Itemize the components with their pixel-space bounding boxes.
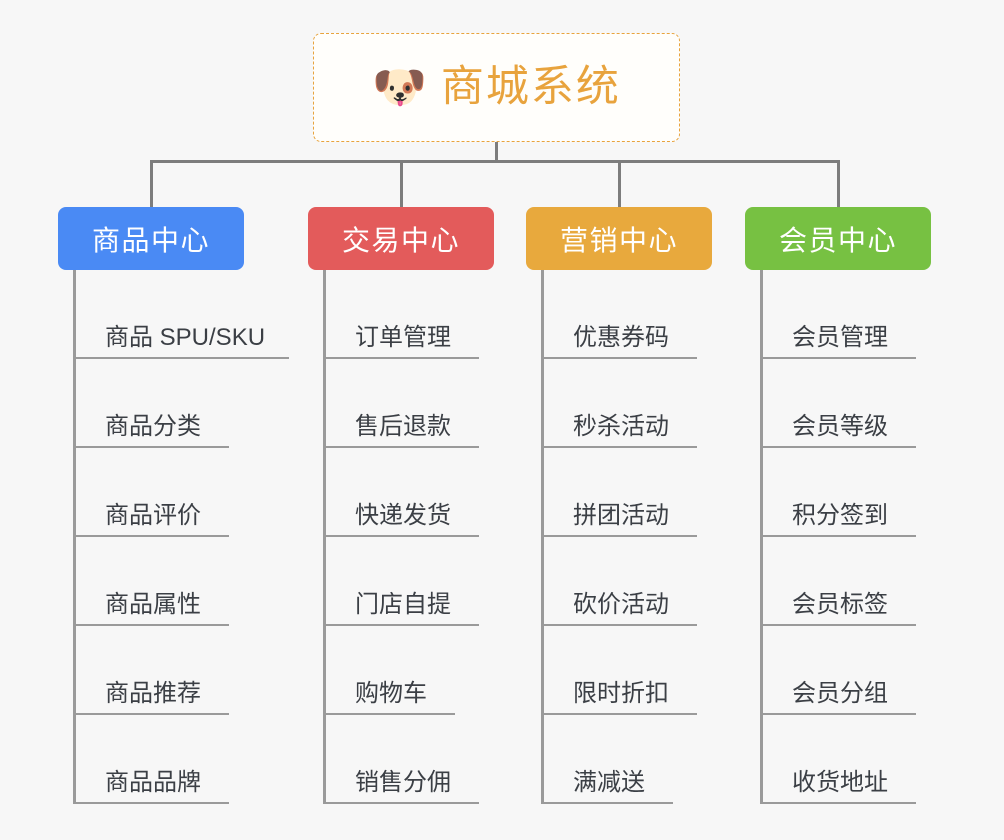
branch-head-label: 交易中心 [341,224,460,256]
leaf-item[interactable]: 门店自提 [323,537,479,626]
leaf-label: 快递发货 [355,501,451,529]
leaf-label: 售后退款 [355,412,451,440]
leaf-label: 会员等级 [792,412,888,440]
branch-spine-trade-center [323,270,326,804]
leaf-item[interactable]: 限时折扣 [541,626,697,715]
leaf-item[interactable]: 秒杀活动 [541,359,697,448]
leaf-label: 商品推荐 [105,679,201,707]
leaf-label: 秒杀活动 [573,412,669,440]
leaf-list-product-center: 商品 SPU/SKU 商品分类商品评价商品属性商品推荐商品品牌 [73,270,289,804]
leaf-item[interactable]: 售后退款 [323,359,479,448]
leaf-item[interactable]: 积分签到 [760,448,916,537]
connector-drop-trade-center [400,160,403,208]
leaf-item[interactable]: 商品评价 [73,448,229,537]
branch-spine-marketing-center [541,270,544,804]
branch-head-product-center[interactable]: 商品中心 [58,207,244,270]
connector-horizontal-bus [150,160,840,163]
leaf-label: 会员标签 [792,590,888,618]
leaf-label: 会员分组 [792,679,888,707]
leaf-label: 收货地址 [792,768,888,796]
leaf-item[interactable]: 购物车 [323,626,455,715]
branch-spine-member-center [760,270,763,804]
leaf-label: 商品属性 [105,590,201,618]
leaf-label: 会员管理 [792,323,888,351]
leaf-list-trade-center: 订单管理售后退款快递发货门店自提购物车销售分佣 [323,270,479,804]
branch-head-trade-center[interactable]: 交易中心 [308,207,494,270]
branch-head-member-center[interactable]: 会员中心 [745,207,931,270]
branch-head-label: 商品中心 [91,224,210,256]
leaf-list-marketing-center: 优惠券码秒杀活动拼团活动砍价活动限时折扣满减送 [541,270,697,804]
leaf-label: 销售分佣 [355,768,451,796]
leaf-label: 满减送 [573,768,645,796]
leaf-label: 拼团活动 [573,501,669,529]
leaf-label: 门店自提 [355,590,451,618]
leaf-label: 订单管理 [355,323,451,351]
leaf-label: 购物车 [355,679,427,707]
leaf-item[interactable]: 会员分组 [760,626,916,715]
leaf-item[interactable]: 砍价活动 [541,537,697,626]
root-node[interactable]: 🐶 商城系统 [313,33,680,142]
shiba-dog-face-icon: 🐶 [372,62,427,112]
leaf-item[interactable]: 销售分佣 [323,715,479,804]
leaf-item[interactable]: 快递发货 [323,448,479,537]
leaf-label: 商品分类 [105,412,201,440]
leaf-item[interactable]: 订单管理 [323,270,479,359]
connector-root-stem [495,142,498,162]
branch-head-label: 会员中心 [778,224,897,256]
connector-drop-marketing-center [618,160,621,208]
leaf-label: 商品 SPU/SKU [105,323,266,351]
leaf-list-member-center: 会员管理会员等级积分签到会员标签会员分组收货地址 [760,270,916,804]
leaf-label: 砍价活动 [573,590,669,618]
leaf-item[interactable]: 满减送 [541,715,673,804]
leaf-item[interactable]: 商品推荐 [73,626,229,715]
root-title: 商城系统 [440,63,621,111]
leaf-item[interactable]: 商品品牌 [73,715,229,804]
leaf-item[interactable]: 会员等级 [760,359,916,448]
leaf-item[interactable]: 商品属性 [73,537,229,626]
leaf-label: 限时折扣 [573,679,669,707]
leaf-item[interactable]: 会员标签 [760,537,916,626]
branch-spine-product-center [73,270,76,804]
leaf-label: 商品评价 [105,501,201,529]
branch-head-label: 营销中心 [559,224,678,256]
leaf-item[interactable]: 会员管理 [760,270,916,359]
leaf-label: 优惠券码 [573,323,669,351]
leaf-item[interactable]: 商品分类 [73,359,229,448]
branch-head-marketing-center[interactable]: 营销中心 [526,207,712,270]
leaf-label: 积分签到 [792,501,888,529]
leaf-label: 商品品牌 [105,768,201,796]
leaf-item[interactable]: 收货地址 [760,715,916,804]
connector-drop-member-center [837,160,840,208]
leaf-item[interactable]: 优惠券码 [541,270,697,359]
connector-drop-product-center [150,160,153,208]
leaf-item[interactable]: 拼团活动 [541,448,697,537]
leaf-item[interactable]: 商品 SPU/SKU [73,270,289,359]
